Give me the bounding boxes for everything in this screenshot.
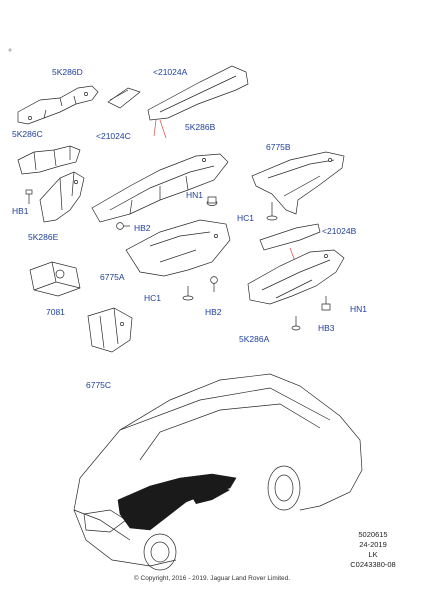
part-5k286c-bracket (17, 145, 81, 175)
part-5k286d-bracket (17, 85, 99, 125)
part-21024c-pad (107, 87, 141, 109)
callout-21024b: <21024B (322, 226, 357, 236)
vehicle-heat-shield-highlight (117, 473, 237, 531)
part-21024a-pad (147, 65, 249, 121)
part-21024b-pad (259, 223, 321, 251)
callout-hb2-mid: HB2 (205, 307, 222, 317)
copyright-notice: © Copyright, 2016 - 2019. Jaguar Land Ro… (133, 575, 291, 582)
callout-21024c: <21024C (96, 131, 131, 141)
part-6775a-shield (125, 219, 231, 277)
vehicle-heat-shield-tail (190, 486, 230, 504)
leader-21024a (159, 119, 167, 139)
reference-line-3: LK (368, 550, 378, 559)
callout-5k286d: 5K286D (52, 67, 83, 77)
part-hn1-nut-right (321, 296, 331, 311)
callout-5k286e: 5K286E (28, 232, 59, 242)
reference-block: 5020615 24-2019 LK C0243380-08 (338, 530, 408, 570)
reference-line-4: C0243380-08 (350, 560, 396, 569)
callout-6775a: 6775A (100, 272, 125, 282)
part-hb1-bolt (25, 189, 33, 204)
part-hc1-clip-right (266, 202, 278, 221)
callout-hn1-top: HN1 (186, 190, 204, 200)
part-hb3-bolt (291, 316, 301, 331)
callout-6775c: 6775C (86, 380, 112, 390)
callout-hb3: HB3 (318, 323, 335, 333)
reference-line-2: 24-2019 (359, 540, 387, 549)
part-7081-module (29, 261, 81, 297)
part-6775b-shield (251, 151, 345, 215)
callout-hb1: HB1 (12, 206, 29, 216)
reference-line-1: 5020615 (358, 530, 388, 539)
part-6775c-shield (87, 307, 133, 353)
callout-hn1-right: HN1 (350, 304, 368, 314)
callout-5k286a: 5K286A (239, 334, 270, 344)
vehicle-outline (73, 373, 363, 571)
callout-6775b: 6775B (266, 142, 291, 152)
callout-7081: 7081 (46, 307, 65, 317)
callout-hc1-right: HC1 (237, 213, 255, 223)
callout-hb2-left: HB2 (134, 223, 151, 233)
callout-hc1-mid: HC1 (144, 293, 162, 303)
part-hb2-bolt-left (116, 222, 130, 230)
callout-5k286c: 5K286C (12, 129, 43, 139)
part-5k286a-shield (247, 249, 345, 305)
callout-5k286b: 5K286B (185, 122, 216, 132)
callout-21024a: <21024A (153, 67, 188, 77)
leader-21024a-b (153, 119, 157, 137)
part-5k286b-shield (91, 153, 229, 223)
part-hb2-bolt-mid (210, 276, 218, 292)
part-hn1-nut-top (206, 196, 218, 206)
part-5k286e-bracket (39, 171, 85, 223)
part-hc1-clip-mid (182, 286, 194, 301)
